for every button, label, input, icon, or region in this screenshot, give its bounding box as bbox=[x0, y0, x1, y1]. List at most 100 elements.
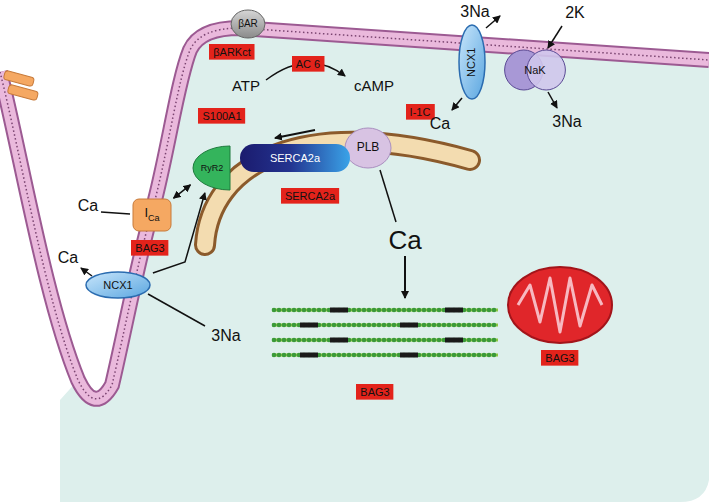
node-text: βARKct bbox=[213, 46, 251, 59]
myosin-bead bbox=[472, 353, 477, 358]
myosin-bead bbox=[472, 323, 477, 328]
channel-part bbox=[7, 84, 38, 100]
mitochondrion-body bbox=[508, 267, 612, 343]
myosin-bead bbox=[287, 323, 292, 328]
myosin-bead bbox=[487, 323, 492, 328]
thin-filament bbox=[272, 354, 498, 357]
myosin-bead bbox=[352, 323, 357, 328]
myosin-bead bbox=[322, 323, 327, 328]
red-box bbox=[541, 350, 578, 366]
myosin-bead bbox=[467, 308, 472, 313]
red-box bbox=[131, 240, 168, 256]
thin-filament bbox=[272, 339, 498, 342]
ryanodine-receptor: RyR2 bbox=[192, 145, 232, 191]
red-box bbox=[209, 44, 255, 60]
myosin-bead bbox=[492, 353, 497, 358]
node-label: PLB bbox=[357, 140, 380, 154]
node-text: ICa bbox=[144, 206, 159, 223]
myosin-bead bbox=[347, 323, 352, 328]
myosin-bead bbox=[462, 353, 467, 358]
myosin-bead bbox=[272, 338, 277, 343]
ion-label: Ca bbox=[388, 226, 421, 255]
myosin-bead bbox=[367, 308, 372, 313]
flux-line bbox=[148, 294, 205, 326]
node-text: RyR2 bbox=[201, 163, 224, 173]
myosin-bead bbox=[327, 353, 332, 358]
myosin-bead bbox=[477, 353, 482, 358]
myosin-bead bbox=[447, 323, 452, 328]
myosin-bead bbox=[282, 323, 287, 328]
channel-part bbox=[3, 70, 34, 86]
calcium-line bbox=[101, 212, 130, 214]
myosin-bead bbox=[297, 338, 302, 343]
sarcoplasmic-reticulum bbox=[205, 142, 470, 245]
myosin-bead bbox=[352, 338, 357, 343]
z-band bbox=[445, 338, 463, 343]
myosin-bead bbox=[397, 308, 402, 313]
target-box: AC 6 bbox=[292, 56, 324, 72]
receptor-body bbox=[193, 146, 230, 190]
myosin-bead bbox=[487, 338, 492, 343]
myosin-bead bbox=[282, 308, 287, 313]
myosin-bead bbox=[277, 308, 282, 313]
z-band bbox=[300, 323, 318, 328]
myosin-bead bbox=[382, 308, 387, 313]
myosin-bead bbox=[417, 308, 422, 313]
myosin-bead bbox=[472, 308, 477, 313]
myosin-bead bbox=[302, 308, 307, 313]
uptake-arrow bbox=[275, 130, 315, 138]
myosin-bead bbox=[382, 353, 387, 358]
myosin-bead bbox=[387, 323, 392, 328]
red-box bbox=[198, 108, 245, 124]
z-band bbox=[330, 338, 348, 343]
myosin-bead bbox=[402, 338, 407, 343]
myosin-bead bbox=[392, 308, 397, 313]
myosin-bead bbox=[392, 323, 397, 328]
exchanger-body bbox=[459, 25, 485, 99]
myosin-bead bbox=[417, 338, 422, 343]
myosin-bead bbox=[452, 323, 457, 328]
myosin-bead bbox=[442, 323, 447, 328]
node-label: NCX1 bbox=[466, 47, 478, 76]
ion-label: 3Na bbox=[211, 327, 240, 345]
myosin-bead bbox=[467, 338, 472, 343]
myosin-bead bbox=[377, 338, 382, 343]
myosin-bead bbox=[477, 338, 482, 343]
node-text: βAR bbox=[238, 18, 258, 30]
myosin-bead bbox=[337, 353, 342, 358]
node-label: NCX1 bbox=[103, 279, 132, 291]
z-band bbox=[445, 308, 463, 313]
myosin-bead bbox=[302, 338, 307, 343]
membrane-channel bbox=[3, 70, 38, 100]
myosin-bead bbox=[332, 353, 337, 358]
node-text: S100A1 bbox=[202, 110, 241, 123]
ion-label: 3Na bbox=[460, 3, 489, 21]
membrane-bilayer bbox=[0, 28, 709, 399]
z-band bbox=[330, 308, 348, 313]
myosin-bead bbox=[377, 308, 382, 313]
myosin-bead bbox=[362, 323, 367, 328]
myosin-bead bbox=[342, 353, 347, 358]
sarcolemma bbox=[0, 28, 709, 399]
node-label: βAR bbox=[238, 18, 258, 29]
node-label: BAG3 bbox=[545, 352, 574, 364]
myosin-bead bbox=[427, 323, 432, 328]
myosin-bead bbox=[357, 353, 362, 358]
myosin-bead bbox=[322, 353, 327, 358]
myosin-bead bbox=[322, 308, 327, 313]
target-box: BAG3 bbox=[131, 240, 168, 256]
node-label: NaK bbox=[524, 64, 545, 76]
node-label: RyR2 bbox=[201, 163, 224, 173]
myosin-bead bbox=[332, 323, 337, 328]
node-text: PLB bbox=[357, 141, 380, 155]
myosin-bead bbox=[287, 308, 292, 313]
myosin-bead bbox=[422, 338, 427, 343]
node-text: SERCA2a bbox=[285, 190, 335, 203]
node-text: NCX1 bbox=[103, 279, 132, 292]
myosin-bead bbox=[282, 353, 287, 358]
sr-lumen bbox=[205, 142, 470, 245]
myosin-bead bbox=[377, 353, 382, 358]
myosin-bead bbox=[407, 308, 412, 313]
node-label: AC 6 bbox=[296, 58, 320, 70]
